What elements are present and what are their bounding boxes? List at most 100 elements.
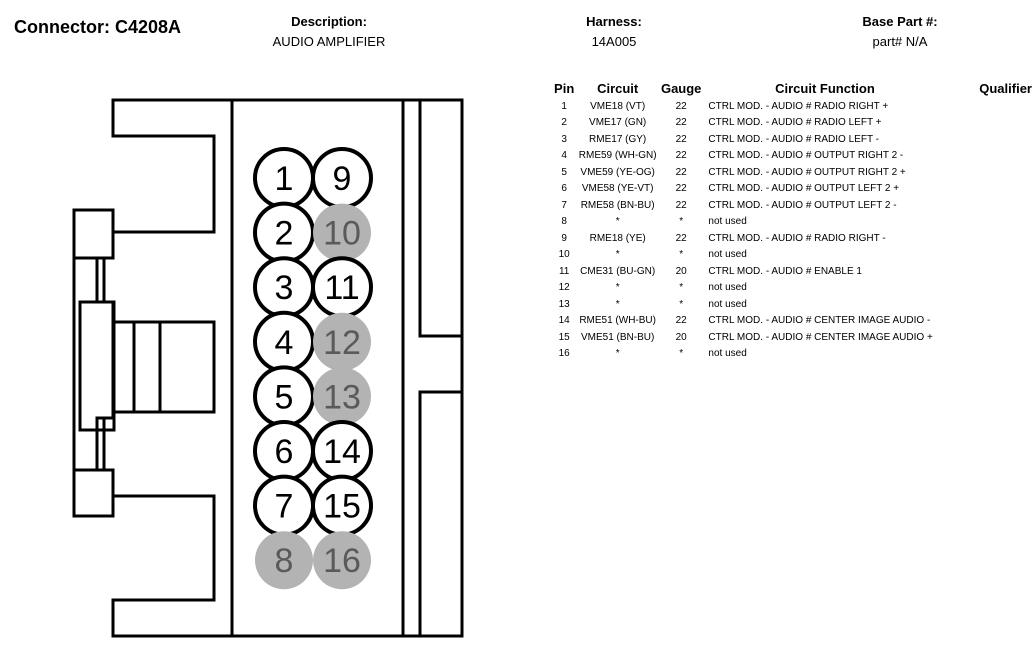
pin-number-label: 4 (275, 324, 294, 362)
pin-number-label: 13 (323, 378, 361, 416)
cell-function: not used (708, 298, 747, 310)
pin-circle (255, 531, 313, 590)
cell-pin: 12 (558, 282, 570, 294)
cell-function: CTRL MOD. - AUDIO # RADIO LEFT + (708, 117, 882, 129)
cell-function: not used (708, 348, 747, 360)
connector-housing (72, 98, 464, 638)
pin-16: 16 (313, 531, 371, 590)
cell-pin: 10 (558, 249, 570, 261)
cell-gauge: 22 (675, 117, 687, 129)
cell-circuit: RME58 (BN-BU) (580, 199, 655, 211)
cell-qualifier (942, 115, 1032, 132)
cell-gauge: * (679, 282, 684, 294)
pin-number-label: 14 (323, 433, 361, 471)
harness-label: Harness: (586, 14, 642, 29)
pin-number-label: 1 (275, 160, 294, 198)
cell-gauge: * (679, 216, 684, 228)
cell-pin: 11 (558, 265, 570, 277)
pin-number-label: 5 (275, 378, 294, 416)
pin-number-label: 16 (323, 542, 361, 580)
cell-gauge: 22 (675, 133, 687, 145)
cell-function: CTRL MOD. - AUDIO # OUTPUT LEFT 2 + (708, 183, 900, 195)
cell-qualifier (942, 230, 1032, 247)
housing-tab (112, 320, 216, 414)
connector-title: Connector: C4208A (14, 17, 182, 37)
description-block: Description: AUDIO AMPLIFIER (254, 12, 404, 52)
header-circuit: Circuit (597, 81, 639, 96)
housing-tab-outer (78, 300, 116, 432)
cell-circuit: VME58 (YE-VT) (581, 183, 654, 195)
cell-pin: 3 (561, 133, 567, 145)
cell-function: CTRL MOD. - AUDIO # ENABLE 1 (708, 265, 862, 277)
cell-qualifier (942, 148, 1032, 165)
header-pin: Pin (554, 81, 575, 96)
pin-table: Pin Circuit Gauge Circuit Function Quali… (553, 81, 1032, 362)
cell-pin: 7 (561, 199, 567, 211)
cell-gauge: * (679, 249, 684, 261)
cell-gauge: 22 (675, 150, 687, 162)
cell-pin: 5 (561, 166, 567, 178)
pin-number-label: 7 (275, 488, 294, 526)
pin-circle (313, 203, 371, 262)
cell-gauge: 20 (675, 331, 687, 343)
pin-number-label: 11 (324, 269, 359, 307)
cell-circuit: RME59 (WH-GN) (578, 150, 657, 162)
table-row: 4 RME59 (WH-GN) 22 CTRL MOD. - AUDIO # OUTP… (553, 148, 1032, 165)
cell-pin: 4 (561, 150, 567, 162)
pin-2: 2 (253, 201, 315, 264)
cell-function: CTRL MOD. - AUDIO # CENTER IMAGE AUDIO + (708, 331, 933, 343)
cell-pin: 14 (558, 315, 570, 327)
pin-number-label: 2 (275, 215, 294, 253)
cell-function: not used (708, 249, 747, 261)
cell-function: CTRL MOD. - AUDIO # CENTER IMAGE AUDIO - (708, 315, 931, 327)
cell-gauge: 22 (675, 166, 687, 178)
cell-qualifier (942, 164, 1032, 181)
cell-gauge: 22 (675, 232, 687, 244)
pin-3: 3 (253, 256, 315, 319)
cell-qualifier (942, 131, 1032, 148)
cell-gauge: 20 (675, 265, 687, 277)
cell-gauge: 22 (675, 183, 687, 195)
table-row: 16**not used (553, 346, 1032, 363)
cell-function: CTRL MOD. - AUDIO # OUTPUT RIGHT 2 - (708, 150, 904, 162)
pin-number-label: 3 (275, 269, 294, 307)
pin-number-label: 9 (333, 160, 352, 198)
pin-14: 14 (311, 420, 373, 482)
cell-circuit: * (615, 348, 620, 360)
pin-number-label: 8 (275, 542, 294, 580)
cell-circuit: * (615, 216, 620, 228)
cell-gauge: * (679, 298, 684, 310)
description-value: AUDIO AMPLIFIER (272, 34, 386, 49)
table-row: 8**not used (553, 214, 1032, 231)
cell-function: CTRL MOD. - AUDIO # RADIO RIGHT + (708, 100, 889, 112)
cell-circuit: * (615, 298, 620, 310)
pin-number-label: 15 (323, 488, 361, 526)
cell-pin: 9 (561, 232, 567, 244)
housing-latch-step (74, 256, 106, 472)
housing-latch-frame (95, 98, 232, 638)
housing-body (230, 98, 464, 638)
pin-7: 7 (253, 474, 315, 537)
table-row: 13**not used (553, 296, 1032, 313)
cell-circuit: * (615, 249, 620, 261)
pin-circle (313, 367, 371, 426)
cell-qualifier (942, 263, 1032, 280)
housing-latch-outer (72, 208, 115, 518)
cell-gauge: 22 (675, 199, 687, 211)
harness-value: 14A005 (591, 34, 637, 49)
housing-rail-notch (418, 100, 462, 636)
cell-gauge: 22 (675, 315, 687, 327)
cell-circuit: VME18 (VT) (590, 100, 646, 112)
header-qualifier: Qualifier (979, 81, 1032, 96)
description-label: Description: (291, 14, 367, 29)
